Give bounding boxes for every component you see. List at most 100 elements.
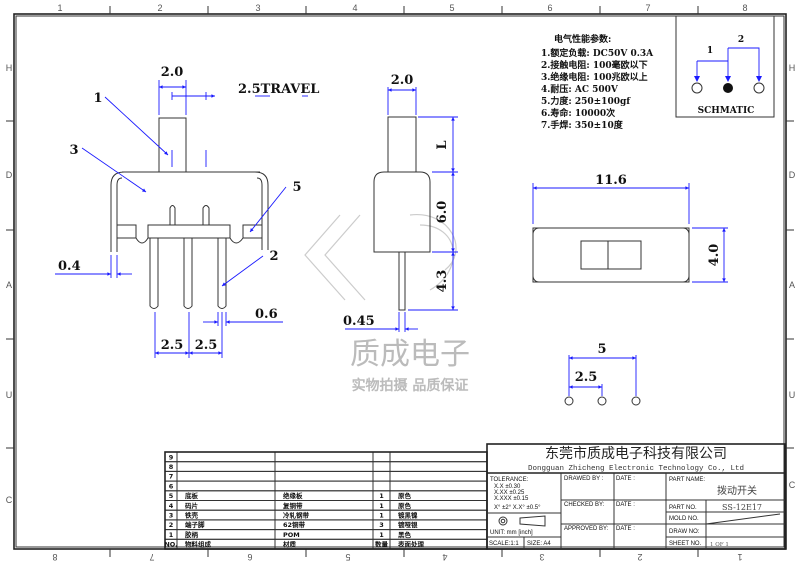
terminal-open <box>753 82 765 94</box>
spec-item: 1.额定负载: DC50V 0.3A <box>541 47 654 59</box>
sheet-number: 1 OF 1 <box>710 542 729 548</box>
title-block: 东莞市质成电子科技有限公司 Dongguan Zhicheng Electron… <box>486 443 786 550</box>
border-letter: H <box>6 63 13 73</box>
border-number: 6 <box>247 552 252 562</box>
bom-cell-part: 胶柄 <box>185 530 199 539</box>
slider <box>580 240 642 270</box>
dim-pin-length: 4.3 <box>435 270 450 293</box>
part-name-label: PART NAME: <box>669 477 705 483</box>
bom-cell-material: 冷轧钢带 <box>283 511 310 520</box>
dim-actuator-width: 2.0 <box>161 65 184 80</box>
dim-body-height: 6.0 <box>435 201 450 224</box>
pad-hole <box>597 396 607 406</box>
dim-pin-width: 0.6 <box>255 307 278 322</box>
border-number: 5 <box>449 3 454 13</box>
border-letter: C <box>789 480 796 490</box>
dim-pitch: 2.5 <box>195 338 218 353</box>
dim-pin-thickness: 0.45 <box>343 314 375 329</box>
dim-pitch: 2.5 <box>161 338 184 353</box>
actuator <box>158 117 187 173</box>
bom-cell-qty: 1 <box>379 502 384 510</box>
bom-header-row: NO.物料组成材质数量表面处理 <box>164 538 488 550</box>
watermark-brand: 质成电子 <box>350 337 470 372</box>
specs-title: 电气性能参数: <box>554 33 611 45</box>
dim-total: 5 <box>597 342 606 357</box>
dim-shell-thickness: 0.4 <box>58 259 81 274</box>
bom-cell-qty: 1 <box>379 531 384 539</box>
bom-cell-finish: 表面处理 <box>397 540 425 549</box>
border-number: 8 <box>742 3 747 13</box>
sheet-no-label: SHEET NO. <box>669 541 702 547</box>
top-view: 11.6 4.0 <box>532 173 728 283</box>
border-letter: C <box>6 495 13 505</box>
callout-3: 3 <box>69 143 78 158</box>
spec-item: 2.接触电阻: 100毫欧以下 <box>541 59 648 71</box>
drawed-by-label: DRAWED BY : <box>564 476 604 482</box>
body <box>373 171 431 253</box>
bom-cell-no: 6 <box>169 482 174 490</box>
company-name-cn: 东莞市质成电子科技有限公司 <box>545 445 727 462</box>
bom-cell-material: POM <box>283 531 300 539</box>
base-plate <box>117 224 262 244</box>
bom-row: 8 <box>164 461 488 472</box>
unit: UNIT: mm [inch] <box>490 530 533 536</box>
bom-cell-no: NO. <box>164 541 177 549</box>
tolerance-row: X.XX ±0.25 <box>494 490 525 496</box>
border-number: 3 <box>539 552 544 562</box>
watermark-slogan: 实物拍摄 品质保证 <box>352 377 469 394</box>
date-label: DATE : <box>616 502 635 508</box>
dim-actuator-width: 2.0 <box>391 73 414 88</box>
bom-cell-part: 码片 <box>185 501 198 510</box>
bom-cell-part: 端子脚 <box>185 520 205 529</box>
bom-cell-no: 2 <box>169 521 174 529</box>
tolerance-row: X.XXX ±0.15 <box>494 496 529 502</box>
border-number: 2 <box>157 3 162 13</box>
dim-travel: 2.5TRAVEL <box>238 82 319 97</box>
border-letter: D <box>6 170 13 180</box>
border-number: 4 <box>352 3 357 13</box>
shell <box>110 171 269 252</box>
bom-cell-no: 4 <box>169 502 174 510</box>
pad-hole <box>631 396 641 406</box>
approved-by-label: APPROVED BY: <box>564 526 609 532</box>
mold-no-label: MOLD NO. <box>669 516 699 522</box>
bom-cell-finish: 黑色 <box>398 530 412 539</box>
bom-cell-no: 5 <box>169 492 174 500</box>
dim-length: 11.6 <box>595 173 627 188</box>
callout-5: 5 <box>292 180 301 195</box>
bom-row: 6 <box>164 480 488 492</box>
bom-cell-finish: 镀哑银 <box>398 520 418 529</box>
border-number: 4 <box>442 552 447 562</box>
dim-pitch: 2.5 <box>575 370 598 385</box>
border-number: 7 <box>645 3 650 13</box>
bom-cell-part: 底板 <box>185 491 199 500</box>
terminal-label-2: 2 <box>738 35 744 45</box>
bom-cell-material: 材质 <box>282 540 297 549</box>
bom-cell-qty: 1 <box>379 492 384 500</box>
schematic-label: SCHMATIC <box>698 106 755 116</box>
border-number: 7 <box>149 552 154 562</box>
bom-cell-no: 3 <box>169 512 174 520</box>
border-letter: D <box>789 170 796 180</box>
bom-cell-no: 7 <box>169 473 174 481</box>
bom-cell-part: 铁壳 <box>184 511 199 520</box>
bom-cell-finish: 镀黑镍 <box>398 511 418 520</box>
border-letter: A <box>789 280 795 290</box>
side-view: 2.0 2.5TRAVEL 0.4 0.6 2.5 2.5 1 3 5 2 <box>55 65 319 358</box>
draw-no-label: DRAW NO: <box>669 529 700 535</box>
body-outline <box>532 227 690 283</box>
border-letter: U <box>6 390 13 400</box>
callout-1: 1 <box>93 91 102 106</box>
dim-actuator-length: L <box>435 140 450 149</box>
tolerance-angle: X° ±2° X.X° ±0.5° <box>494 505 541 511</box>
border-number: 8 <box>52 552 57 562</box>
pcb-footprint: 5 2.5 <box>564 342 641 406</box>
bom-cell-no: 1 <box>169 531 174 539</box>
dim-width: 4.0 <box>707 244 722 267</box>
